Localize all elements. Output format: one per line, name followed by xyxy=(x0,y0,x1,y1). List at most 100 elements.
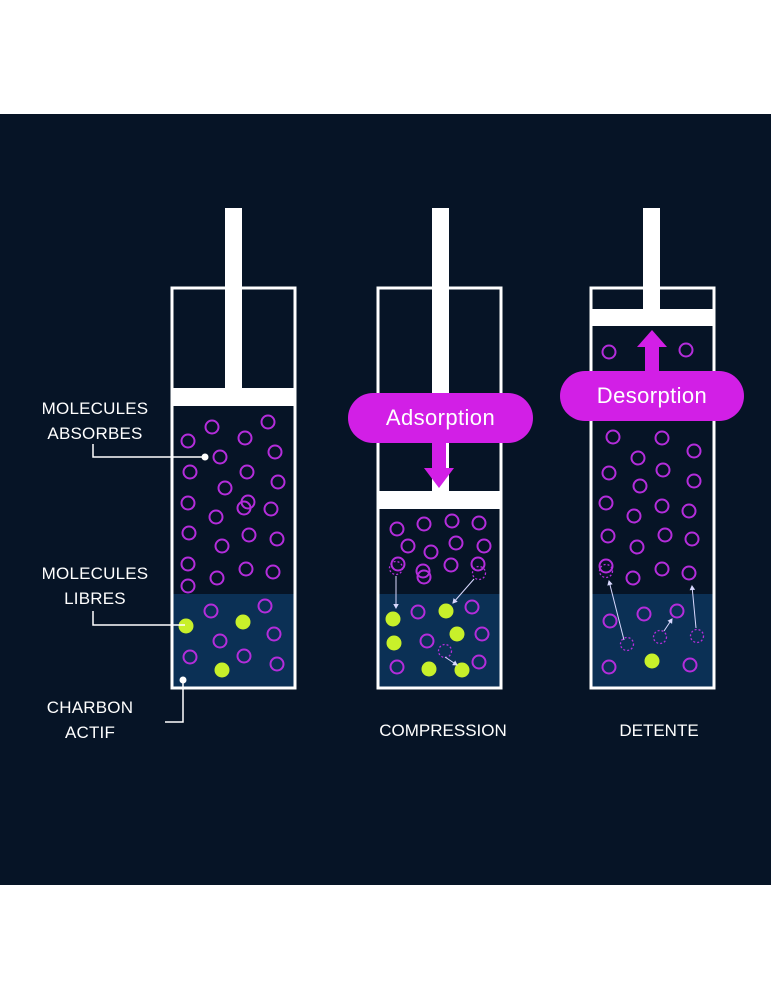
cylinder-initial xyxy=(170,208,297,690)
free-molecule xyxy=(630,450,646,466)
piston-head xyxy=(378,491,501,509)
free-molecule xyxy=(241,527,257,543)
free-molecule xyxy=(182,649,198,665)
free-molecule xyxy=(625,570,641,586)
label-molecules-free: MOLECULES LIBRES xyxy=(41,564,149,608)
free-molecule xyxy=(444,513,460,529)
free-molecule xyxy=(669,603,685,619)
free-molecule xyxy=(681,503,697,519)
free-molecule xyxy=(632,478,648,494)
free-molecule xyxy=(265,564,281,580)
adsorption-arrow xyxy=(348,393,533,488)
adsorbed-molecule xyxy=(235,614,251,630)
motion-arrows xyxy=(393,576,697,666)
free-molecule xyxy=(217,480,233,496)
ghost-molecule xyxy=(388,560,404,576)
free-molecule xyxy=(600,528,616,544)
ghost-molecule xyxy=(689,628,705,644)
free-molecule xyxy=(212,633,228,649)
adsorbed-molecules xyxy=(178,614,251,678)
free-molecule xyxy=(263,501,279,517)
adsorbed-molecule xyxy=(454,662,470,678)
free-molecule xyxy=(686,473,702,489)
free-molecule xyxy=(269,531,285,547)
adsorbed-molecule xyxy=(438,603,454,619)
free-molecule xyxy=(471,515,487,531)
free-molecule xyxy=(598,495,614,511)
adsorption-label: Adsorption xyxy=(385,405,496,430)
free-molecule xyxy=(260,414,276,430)
motion-arrowhead xyxy=(689,584,696,591)
free-molecule xyxy=(236,648,252,664)
free-molecule xyxy=(626,508,642,524)
free-molecule xyxy=(180,433,196,449)
free-molecules xyxy=(180,414,286,672)
free-molecule xyxy=(416,516,432,532)
free-molecule xyxy=(448,535,464,551)
free-molecule xyxy=(443,557,459,573)
free-molecule xyxy=(686,443,702,459)
connector-dot xyxy=(201,453,209,461)
free-molecule xyxy=(654,430,670,446)
free-molecule xyxy=(209,570,225,586)
motion-arrow xyxy=(691,585,697,629)
free-molecule xyxy=(257,598,273,614)
free-molecule xyxy=(389,659,405,675)
adsorbed-molecules xyxy=(644,653,660,669)
piston-head xyxy=(591,309,714,326)
free-molecule xyxy=(238,561,254,577)
free-molecule xyxy=(474,626,490,642)
free-molecule xyxy=(239,464,255,480)
free-molecule xyxy=(180,495,196,511)
free-molecule xyxy=(601,659,617,675)
label-connectors xyxy=(92,444,205,723)
adsorbed-molecule xyxy=(385,611,401,627)
free-molecule xyxy=(684,531,700,547)
free-molecule xyxy=(269,656,285,672)
connector-dot xyxy=(179,676,187,684)
free-molecule xyxy=(419,633,435,649)
desorption-label: Desorption xyxy=(596,383,708,408)
free-molecule xyxy=(654,561,670,577)
cylinder-detente xyxy=(589,208,716,690)
free-molecule xyxy=(236,500,252,516)
free-molecule xyxy=(657,527,673,543)
free-molecule xyxy=(410,604,426,620)
free-molecule xyxy=(681,565,697,581)
free-molecule xyxy=(214,538,230,554)
ghost-molecule xyxy=(652,629,668,645)
piston-rod xyxy=(643,208,660,318)
motion-arrow xyxy=(452,578,475,604)
motion-arrowhead xyxy=(452,660,458,666)
free-molecule xyxy=(212,449,228,465)
free-molecule xyxy=(636,606,652,622)
motion-arrowhead xyxy=(607,579,613,586)
motion-arrowhead xyxy=(393,603,399,610)
caption-detente: DETENTE xyxy=(619,721,699,740)
label-carbon: CHARBON ACTIF xyxy=(46,698,134,742)
free-molecule xyxy=(601,465,617,481)
free-molecule xyxy=(598,558,614,574)
free-molecule xyxy=(682,657,698,673)
adsorbed-molecules xyxy=(385,603,470,678)
free-molecule xyxy=(389,521,405,537)
free-molecule xyxy=(204,419,220,435)
adsorbed-molecule xyxy=(178,618,194,634)
adsorbed-molecule xyxy=(386,635,402,651)
free-molecule xyxy=(180,578,196,594)
ghost-molecules xyxy=(598,563,705,652)
adsorbed-molecule xyxy=(449,626,465,642)
free-molecule xyxy=(237,430,253,446)
free-molecule xyxy=(266,626,282,642)
free-molecule xyxy=(416,569,432,585)
free-molecule xyxy=(270,474,286,490)
free-molecule xyxy=(601,344,617,360)
free-molecules xyxy=(598,342,702,675)
free-molecule xyxy=(605,429,621,445)
motion-arrowhead xyxy=(667,618,673,624)
desorption-arrow xyxy=(560,330,744,421)
ghost-molecule xyxy=(471,565,487,581)
free-molecule xyxy=(415,563,431,579)
free-molecule xyxy=(203,603,219,619)
free-molecule xyxy=(208,509,224,525)
